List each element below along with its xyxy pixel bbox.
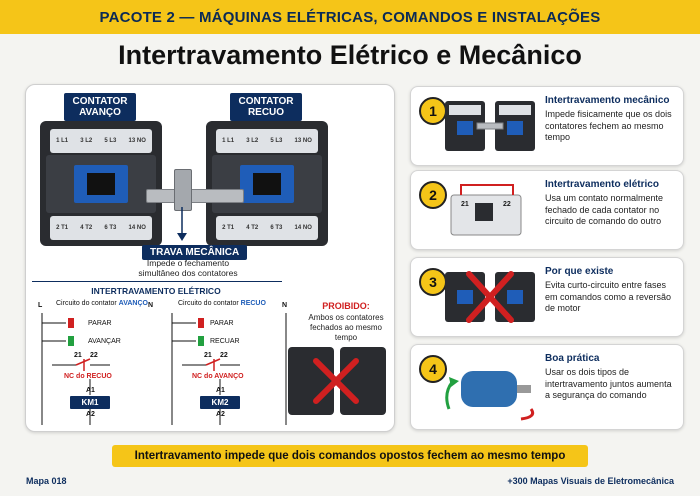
mechanical-interlock-bar (146, 189, 244, 203)
top-terminals: 1 L1 3 L2 5 L3 13 NO (216, 129, 318, 153)
terminal-label: 2 T1 (222, 225, 235, 231)
card-title: Intertravamento mecânico (545, 95, 670, 106)
bottom-terminals: 2 T1 4 T2 6 T3 14 NO (216, 216, 318, 240)
stop-label: PARAR (88, 320, 112, 327)
coil-bot-label: A2 (216, 411, 225, 418)
terminal-label: 3 L2 (246, 138, 259, 144)
terminal-label: 6 T3 (270, 225, 283, 231)
section-divider (32, 281, 282, 282)
card-title: Boa prática (545, 353, 600, 364)
card-3: 3 Por que existe Evita curto-circuito en… (410, 257, 684, 337)
nc-contact-block-icon (450, 184, 522, 236)
caption-text: Circuito do contator (178, 300, 241, 307)
circuit-b-diagram (171, 313, 287, 425)
forbidden-x-icon (313, 358, 359, 404)
bottom-terminals: 2 T1 4 T2 6 T3 14 NO (50, 216, 152, 240)
contact-slider (253, 173, 281, 195)
short-circuit-x-icon (445, 271, 535, 323)
circuit-a-diagram (41, 313, 110, 425)
line-l-label: L (38, 302, 43, 309)
terminal-label: 6 T3 (104, 225, 117, 231)
nc-num-b: 22 (90, 352, 98, 359)
nc-label: NC do AVANÇO (192, 373, 244, 380)
footer-left: Mapa 018 (26, 476, 67, 486)
trava-label: TRAVA MECÂNICA (142, 245, 248, 260)
card-desc: Evita curto-circuito entre fases em coma… (545, 280, 672, 313)
start-label: AVANÇAR (88, 338, 121, 345)
card-number: 4 (419, 355, 447, 383)
nc-num-a: 21 (204, 352, 212, 359)
card-2: 2 21 22 Intertravamento elétrico Usa um … (410, 170, 684, 250)
thumb-num-b: 22 (503, 201, 511, 208)
forbidden-contactor-right (340, 347, 386, 415)
motor-icon (445, 371, 535, 421)
bottom-banner-text: Intertravamento impede que dois comandos… (134, 450, 566, 462)
card-desc: Usar os dois tipos de intertravamento ju… (545, 367, 672, 400)
terminal-label: 5 L3 (104, 138, 117, 144)
nc-num-a: 21 (74, 352, 82, 359)
bottom-banner: Intertravamento impede que dois comandos… (112, 445, 588, 467)
card-number: 2 (419, 181, 447, 209)
coil-bot-label: A2 (86, 411, 95, 418)
forbidden-contactor-left (288, 347, 334, 415)
line-n-label: N (148, 302, 154, 309)
circuit-a-caption: Circuito do contator AVANÇO (56, 300, 148, 307)
contactor-avanco-image: 1 L1 3 L2 5 L3 13 NO 2 T1 4 T2 6 T3 14 N… (40, 121, 162, 246)
card-number: 3 (419, 268, 447, 296)
nc-label: NC do RECUO (64, 373, 112, 380)
terminal-label: 4 T2 (246, 225, 259, 231)
coil-top-label: A1 (86, 387, 95, 394)
mechanical-interlock-block (174, 169, 192, 211)
thumb-num-a: 21 (461, 201, 469, 208)
circuit-b-caption: Circuito do contator RECUO (178, 300, 266, 307)
terminal-label: 3 L2 (80, 138, 93, 144)
contactor-pair-icon (445, 101, 535, 151)
electrical-title: INTERTRAVAMENTO ELÉTRICO (91, 286, 221, 296)
nc-num-b: 22 (220, 352, 228, 359)
terminal-label: 14 NO (128, 225, 146, 231)
footer-right: +300 Mapas Visuais de Eletromecânica (507, 476, 674, 486)
tag-contator-recuo: CONTATOR RECUO (230, 93, 302, 121)
terminal-label: 4 T2 (80, 225, 93, 231)
stop-label: PARAR (210, 320, 234, 327)
coil-top-label: A1 (216, 387, 225, 394)
terminal-label: 13 NO (128, 138, 146, 144)
line-n2-label: N (282, 302, 288, 309)
caption-emph: RECUO (240, 300, 266, 307)
caption-text: Circuito do contator (56, 300, 119, 307)
card-title: Intertravamento elétrico (545, 179, 659, 190)
terminal-label: 13 NO (294, 138, 312, 144)
terminal-label: 14 NO (294, 225, 312, 231)
card-desc: Usa um contato normalmente fechado de ca… (545, 193, 664, 226)
forbidden-desc: Ambos os contatores fechados ao mesmo te… (308, 313, 384, 342)
card-4: 4 Boa prática Usar os dois tipos de inte… (410, 344, 684, 430)
left-panel: CONTATOR AVANÇO CONTATOR RECUO 1 L1 3 L2… (25, 84, 395, 432)
card-desc: Impede fisicamente que os dois contatore… (545, 109, 672, 142)
terminal-label: 1 L1 (56, 138, 69, 144)
coil-km1: KM1 (70, 396, 110, 409)
coil-km2: KM2 (200, 396, 240, 409)
tag-contator-avanco: CONTATOR AVANÇO (64, 93, 136, 121)
card-title: Por que existe (545, 266, 614, 277)
start-label: RECUAR (210, 338, 240, 345)
terminal-label: 2 T1 (56, 225, 69, 231)
contact-slider (87, 173, 115, 195)
contactor-recuo-image: 1 L1 3 L2 5 L3 13 NO 2 T1 4 T2 6 T3 14 N… (206, 121, 328, 246)
arrow-down-icon (177, 207, 187, 241)
forbidden-title: PROIBIDO: (322, 301, 370, 311)
trava-desc: Impede o fechamento simultâneo dos conta… (138, 258, 238, 278)
page-title: Intertravamento Elétrico e Mecânico (118, 40, 582, 70)
terminal-label: 5 L3 (270, 138, 283, 144)
top-terminals: 1 L1 3 L2 5 L3 13 NO (50, 129, 152, 153)
header-banner: PACOTE 2 — MÁQUINAS ELÉTRICAS, COMANDOS … (0, 0, 700, 34)
caption-emph: AVANÇO (118, 300, 148, 307)
card-1: 1 Intertravamento mecânico Impede fisica… (410, 86, 684, 166)
terminal-label: 1 L1 (222, 138, 235, 144)
banner-text: PACOTE 2 — MÁQUINAS ELÉTRICAS, COMANDOS … (99, 8, 601, 26)
